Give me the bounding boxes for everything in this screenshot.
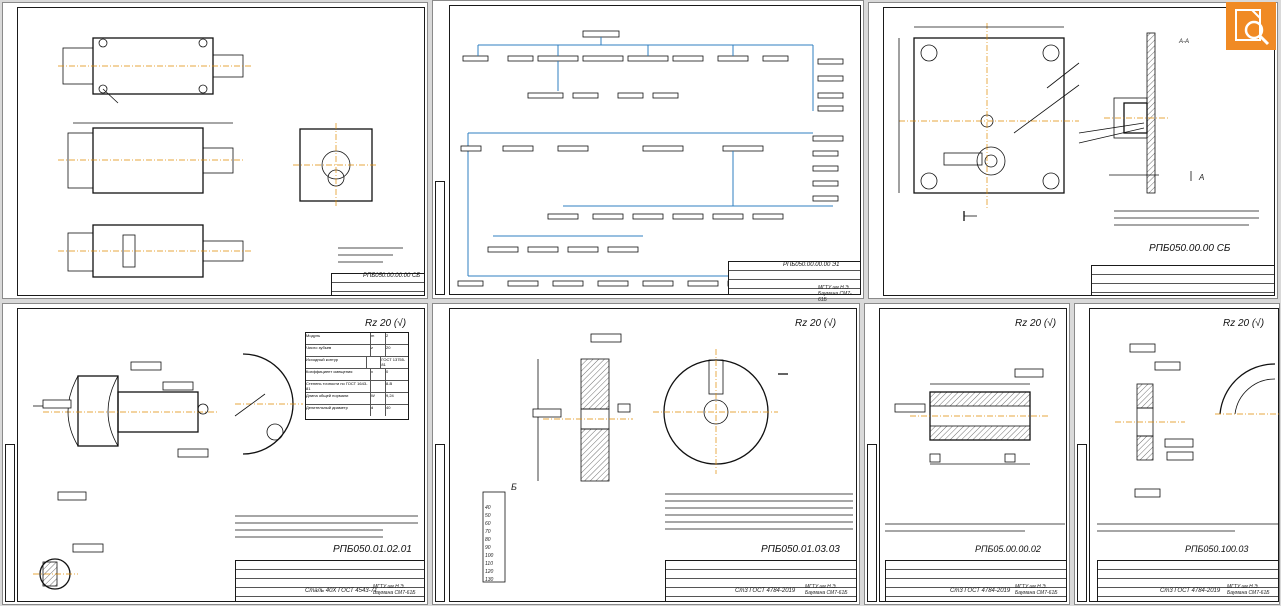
section-label: Б <box>511 482 517 492</box>
institution-label: МГТУ им Н.Э. Баумана СМ7-61Б <box>1015 584 1058 596</box>
scale-mark: 70 <box>485 529 491 535</box>
institution-label: МГТУ им Н.Э. Баумана СМ7-61Б <box>818 285 852 303</box>
plate-views <box>898 23 1259 226</box>
scale-mark: 120 <box>485 569 494 575</box>
gear-row: Делительный диаметр d 40 <box>306 405 408 416</box>
side-strip <box>1077 444 1087 602</box>
sheet-gear-wheel[interactable]: Rz 20 (√) Б 40 50 60 70 80 90 100 110 12… <box>432 303 860 605</box>
drawing-frame <box>449 308 857 602</box>
gear-parameters-table: Модуль m 2 Число зубьев z 20 Исходный ко… <box>305 332 409 420</box>
sheet-gear-shaft[interactable]: Rz 20 (√) Модуль m 2 Число зубьев <box>2 303 428 605</box>
scale-column: 40 50 60 70 80 90 100 110 120 130 <box>485 504 505 584</box>
title-block <box>1097 560 1279 602</box>
side-strip <box>435 181 445 295</box>
bushing-view <box>885 368 1065 532</box>
sheet-block-diagram[interactable]: РПБ050.00.00.00 Э1 МГТУ им Н.Э. Баумана … <box>432 0 864 303</box>
drawing-code: РПБ050.01.02.01 <box>333 544 412 555</box>
drawing-frame <box>449 5 861 295</box>
institution-label: МГТУ им Н.Э. Баумана СМ7-61Б <box>805 584 848 596</box>
institution-label: МГТУ им Н.Э. Баумана СМ7-61Б <box>1227 584 1270 596</box>
roughness-mark: Rz 20 (√) <box>365 318 407 329</box>
assembly-views <box>58 37 403 278</box>
section-label: А-А <box>1179 39 1190 45</box>
sheet-assembly[interactable]: РПБ050.00.00.00 СБ <box>2 2 428 299</box>
scale-mark: 40 <box>485 505 491 511</box>
sheet-bushing[interactable]: Rz 20 (√) РПБ05.00.00.02 Ст3 ГОСТ 4784-2… <box>864 303 1070 605</box>
gear-row: Модуль m 2 <box>306 333 408 345</box>
material-label: Ст3 ГОСТ 4784-2019 <box>950 588 1011 594</box>
drawing-frame <box>883 7 1275 296</box>
gear-row: Степень точности по ГОСТ 1643-81 8-В <box>306 381 408 393</box>
wheel-views <box>482 333 853 583</box>
drawing-code: РПБ050.100.03 <box>1185 544 1249 554</box>
drawing-code: РПБ05.00.00.02 <box>975 544 1041 554</box>
title-block <box>235 560 425 602</box>
title-block <box>331 273 425 296</box>
side-strip <box>435 444 445 602</box>
title-block <box>885 560 1067 602</box>
gear-row: Коэффициент смещения x 0 <box>306 369 408 381</box>
scale-mark: 80 <box>485 537 491 543</box>
search-document-icon <box>1235 9 1270 46</box>
drawing-code: РПБ050.01.03.03 <box>761 544 840 555</box>
side-strip <box>5 444 15 602</box>
material-label: Ст3 ГОСТ 4784-2019 <box>735 588 796 594</box>
scale-mark: 90 <box>485 545 491 551</box>
gear-row: Число зубьев z 20 <box>306 345 408 357</box>
drawing-code: РПБ050.00.00.00 СБ <box>363 273 421 279</box>
roughness-mark: Rz 20 (√) <box>795 318 837 329</box>
gear-row: Исходный контур ГОСТ 13755-81 <box>306 357 408 369</box>
drawing-frame <box>17 308 425 602</box>
drawing-code: РПБ050.00.00.00 Э1 <box>783 262 840 268</box>
material-label: Ст3 ГОСТ 4784-2019 <box>1160 588 1221 594</box>
roughness-mark: Rz 20 (√) <box>1015 318 1057 329</box>
scale-mark: 110 <box>485 561 493 567</box>
structure-diagram <box>457 30 844 287</box>
title-block <box>665 560 857 602</box>
drawing-frame <box>17 7 425 296</box>
sheet-flange[interactable]: Rz 20 (√) РПБ050.100.03 Ст3 ГОСТ 4784-20… <box>1074 303 1281 605</box>
roughness-mark: Rz 20 (√) <box>1223 318 1265 329</box>
drawing-code: РПБ050.00.00 СБ <box>1149 243 1231 254</box>
title-block <box>728 261 861 295</box>
scale-mark: 50 <box>485 513 491 519</box>
search-document-icon[interactable] <box>1226 2 1276 50</box>
sheet-plate-assembly[interactable]: А-А А РПБ050.00.00 СБ <box>868 2 1278 299</box>
scale-mark: 60 <box>485 521 491 527</box>
title-block <box>1091 265 1275 296</box>
institution-label: МГТУ им Н.Э. Баумана СМ7-61Б <box>373 584 416 596</box>
shaft-views <box>33 353 418 590</box>
flange-views <box>1097 343 1281 532</box>
scale-mark: 100 <box>485 553 494 559</box>
view-arrow-label: А <box>1199 173 1205 182</box>
gear-row: Длина общей нормали W 9,24 <box>306 393 408 405</box>
side-strip <box>867 444 877 602</box>
scale-mark: 130 <box>485 577 494 583</box>
material-label: Сталь 40Х ГОСТ 4543-71 <box>305 588 378 594</box>
